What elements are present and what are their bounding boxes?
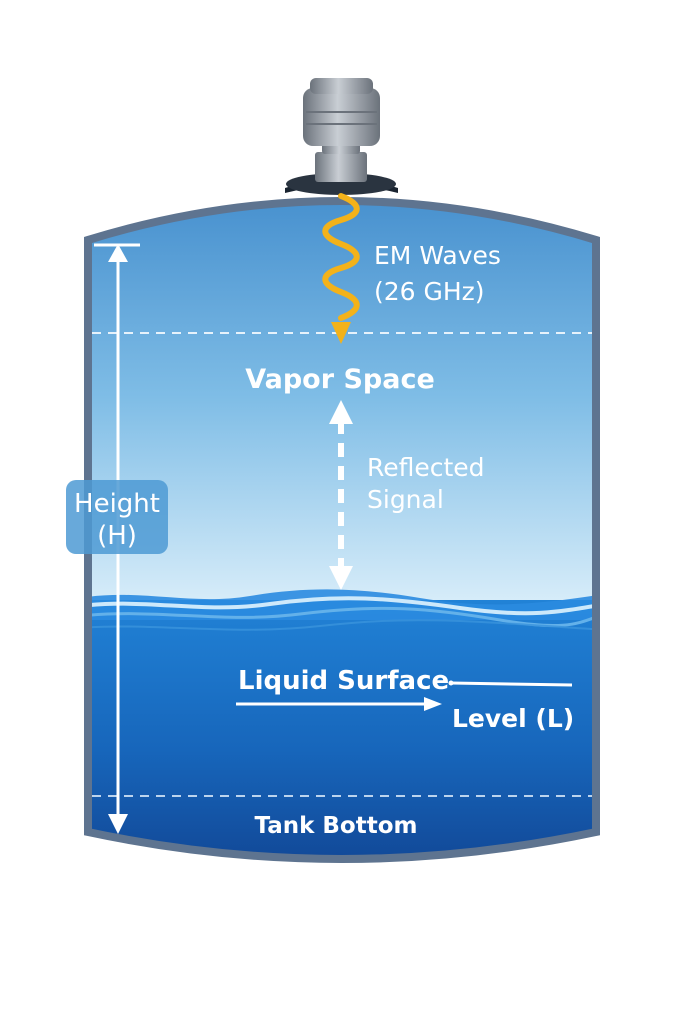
- radar-level-sensor-icon: [285, 78, 398, 195]
- height-label-box: [66, 480, 168, 554]
- wave-layer: [88, 589, 596, 620]
- wave-highlight: [88, 606, 596, 628]
- tank-wall: [84, 197, 600, 863]
- em-waves-frequency-label: (26 GHz): [374, 277, 485, 306]
- liquid-region: [88, 600, 596, 859]
- reflected-signal-label: Reflected: [367, 453, 485, 482]
- level-label: Level (L): [452, 704, 574, 733]
- height-label: Height: [74, 489, 160, 519]
- wave-highlight: [88, 619, 596, 631]
- vapor-space-label: Vapor Space: [245, 364, 435, 395]
- em-waves-label: EM Waves: [374, 241, 501, 270]
- reflected-signal-arrow: [329, 400, 353, 590]
- height-symbol-label: (H): [97, 521, 137, 551]
- tank-bottom-label: Tank Bottom: [254, 813, 417, 839]
- em-wave-icon: [322, 193, 360, 344]
- wave-highlight: [88, 596, 596, 616]
- level-pointer: [236, 680, 573, 711]
- liquid-surface-label: Liquid Surface: [238, 666, 449, 696]
- reflected-signal-label-line2: Signal: [367, 485, 444, 514]
